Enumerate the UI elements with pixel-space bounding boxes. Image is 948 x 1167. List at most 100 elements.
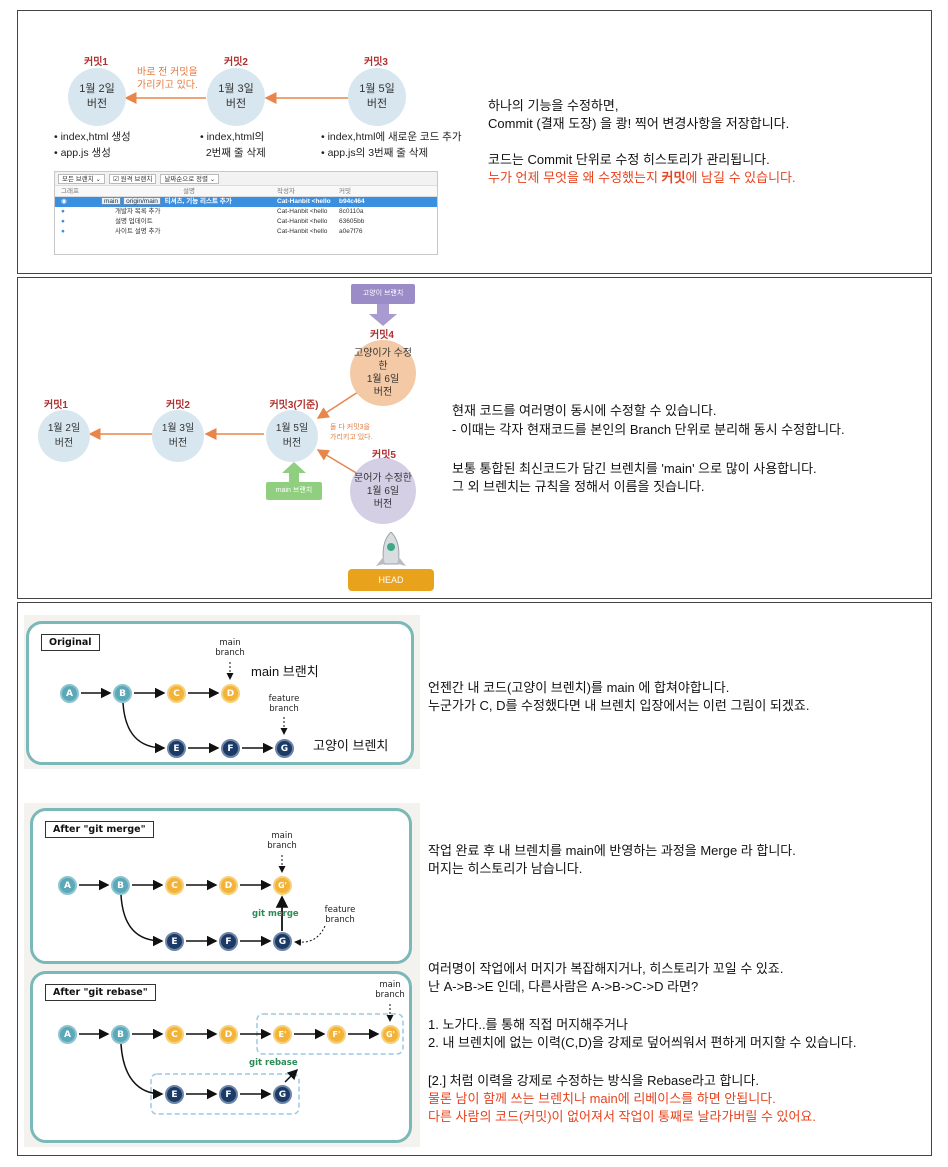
graph-dot: ●: [61, 218, 65, 225]
node-a: A: [60, 684, 79, 703]
p3-text3-line-5: 2. 내 브렌치에 없는 이력(C,D)을 강제로 덮어씌워서 편하게 머지할 …: [428, 1035, 857, 1050]
table-row[interactable]: ● 사이트 설명 추가 Cat-Hanbit <hello a0e7f76: [55, 227, 437, 237]
highlight-bold: 커밋: [661, 170, 686, 185]
p3-text2-line-2: 머지는 히스토리가 남습니다.: [428, 861, 583, 876]
col-graph: 그래프: [61, 188, 79, 195]
remote-branch-checkbox[interactable]: ☑ 원격 브랜치: [108, 173, 157, 184]
merge-diagram: After "git merge" A B C D G' E F G main …: [30, 808, 412, 964]
graph-dot: ●: [61, 208, 65, 215]
node-g: G: [275, 739, 294, 758]
highlight-post: 에 남길 수 있습니다.: [685, 170, 796, 185]
node-b: B: [113, 684, 132, 703]
original-edges: [81, 662, 288, 754]
main-tag: main: [101, 197, 122, 205]
commit2-node: 1월 3일 버전: [207, 68, 265, 126]
node-a: A: [58, 1025, 77, 1044]
p2-line-5: 그 외 브렌치는 규칙을 정해서 이름을 짓습니다.: [452, 479, 705, 494]
node-b: B: [111, 876, 130, 895]
commit3-label: 커밋3: [364, 57, 388, 68]
node-f: F: [219, 1085, 238, 1104]
node-c: C: [165, 1025, 184, 1044]
row-hash: b94c464: [339, 198, 365, 205]
p2-commit4-label: 커밋4: [370, 330, 394, 341]
p3-warning-line-1: 물론 남이 함께 쓰는 브렌치나 main에 리베이스를 하면 안됩니다.: [428, 1091, 776, 1106]
git-client-toolbar: 모든 브랜치 ⌄ ☑ 원격 브랜치 날짜순으로 정렬 ⌄: [55, 172, 437, 186]
p2-commit4-node: 고양이가 수정한 1월 6일 버전: [350, 340, 416, 406]
table-row[interactable]: ● 개발자 목록 추가 Cat-Hanbit <hello 8c0110a: [55, 207, 437, 217]
row-description: 설명 업데이트: [115, 218, 153, 225]
p2-commit2-node: 1월 3일 버전: [152, 410, 204, 462]
p3-text3-line-7: [2.] 처럼 이력을 강제로 수정하는 방식을 Rebase라고 합니다.: [428, 1073, 759, 1088]
node-c: C: [167, 684, 186, 703]
main-branch-pointer-label: main branch: [215, 638, 245, 658]
p2-line-1: 현재 코드를 여러명이 동시에 수정할 수 있습니다.: [452, 403, 717, 418]
cat-branch-name: 고양이 브렌치: [313, 738, 389, 753]
up-arrow-icon: [282, 462, 306, 482]
p2-commit3-node: 1월 5일 버전: [266, 410, 318, 462]
p3-text1-line-1: 언젠간 내 코드(고양이 브렌치)를 main 에 합쳐야합니다.: [428, 680, 730, 695]
p3-text3-line-4: 1. 노가다..를 통해 직접 머지해주거나: [428, 1017, 628, 1032]
p1-highlight-line: 누가 언제 무엇을 왜 수정했는지 커밋에 남길 수 있습니다.: [488, 169, 796, 187]
p2-line-2: - 이때는 각자 현재코드를 본인의 Branch 단위로 분리해 동시 수정합…: [452, 422, 845, 437]
table-row[interactable]: ● 설명 업데이트 Cat-Hanbit <hello 63605bb: [55, 217, 437, 227]
node-g: G: [273, 1085, 292, 1104]
main-branch-pointer-label: main branch: [267, 831, 297, 851]
p2-line-4: 보통 통합된 최신코드가 담긴 브렌치를 'main' 으로 많이 사용합니다.: [452, 461, 817, 476]
node-g: G: [273, 932, 292, 951]
branch-filter-dropdown[interactable]: 모든 브랜치 ⌄: [58, 173, 105, 184]
commit3-node: 1월 5일 버전: [348, 68, 406, 126]
sort-dropdown[interactable]: 날짜순으로 정렬 ⌄: [160, 173, 220, 184]
commit1-label: 커밋1: [84, 57, 108, 68]
commit3-changes: • index,html에 새로운 코드 추가 • app.js의 3번째 줄 …: [321, 131, 462, 159]
node-e: E: [167, 739, 186, 758]
node-e: E: [165, 932, 184, 951]
p2-commit1-node: 1월 2일 버전: [38, 410, 90, 462]
node-d: D: [219, 1025, 238, 1044]
row-author: Cat-Hanbit <hello: [277, 218, 328, 225]
main-branch-label: main 브랜치: [266, 482, 322, 500]
p2-commit5-label: 커밋5: [372, 450, 396, 461]
rebase-title: After "git rebase": [45, 984, 156, 1001]
p3-warning-line-2: 다른 사람의 코드(커밋)이 없어져서 작업이 통째로 날라가버릴 수 있어요.: [428, 1109, 817, 1124]
p3-text3-line-1: 여러명이 작업에서 머지가 복잡해지거나, 히스토리가 꼬일 수 있죠.: [428, 961, 784, 976]
p2-commit2-label: 커밋2: [166, 400, 190, 411]
head-label: HEAD: [348, 569, 434, 591]
node-f: F: [221, 739, 240, 758]
merge-edges: [79, 855, 326, 947]
node-e: E: [165, 1085, 184, 1104]
node-f: F: [219, 932, 238, 951]
branch-panel: 고양이 브랜치 커밋1 1월 2일 버전 커밋2 1월 3일 버전 커밋3(기준…: [17, 277, 932, 599]
commit2-label: 커밋2: [224, 57, 248, 68]
p3-text2-line-1: 작업 완료 후 내 브렌치를 main에 반영하는 과정을 Merge 라 합니…: [428, 843, 796, 858]
node-a: A: [58, 876, 77, 895]
graph-dot: ◉: [61, 198, 67, 205]
node-d: D: [219, 876, 238, 895]
p1-line-2: Commit (결재 도장) 을 쾅! 찍어 변경사항을 저장합니다.: [488, 116, 790, 131]
col-author: 작성자: [277, 188, 295, 195]
git-client-window: 모든 브랜치 ⌄ ☑ 원격 브랜치 날짜순으로 정렬 ⌄ 그래프 설명 작성자 …: [54, 171, 438, 255]
col-description: 설명: [183, 188, 195, 195]
highlight-pre: 누가 언제 무엇을 왜 수정했는지: [488, 170, 662, 185]
origin-main-tag: origin/main: [123, 197, 161, 205]
cat-branch-label: 고양이 브랜치: [351, 284, 415, 304]
row-description: 티셔츠, 기능 리스트 추가: [164, 198, 232, 205]
row-hash: 8c0110a: [339, 208, 364, 215]
node-d: D: [221, 684, 240, 703]
node-c: C: [165, 876, 184, 895]
merge-title: After "git merge": [45, 821, 154, 838]
commit2-changes: • index,html의 2번째 줄 삭제: [200, 131, 266, 159]
rebase-diagram: After "git rebase" A B C D E' F' G' E F …: [30, 971, 412, 1143]
both-point-note: 둘 다 커밋3을 가리키고 있다.: [330, 424, 373, 441]
node-b: B: [111, 1025, 130, 1044]
graph-dot: ●: [61, 228, 65, 235]
git-merge-label: git merge: [252, 909, 299, 919]
row-author: Cat-Hanbit <hello: [277, 198, 331, 205]
arrow-c5-c3: [316, 449, 359, 475]
feature-branch-pointer-label: feature branch: [268, 694, 300, 714]
p3-text1-line-2: 누군가가 C, D를 수정했다면 내 브렌치 입장에서는 이런 그림이 되겠죠.: [428, 698, 810, 713]
down-arrow-icon: [369, 304, 397, 326]
row-author: Cat-Hanbit <hello: [277, 228, 328, 235]
main-branch-pointer-label: main branch: [375, 980, 405, 1000]
node-f-prime: F': [327, 1025, 346, 1044]
